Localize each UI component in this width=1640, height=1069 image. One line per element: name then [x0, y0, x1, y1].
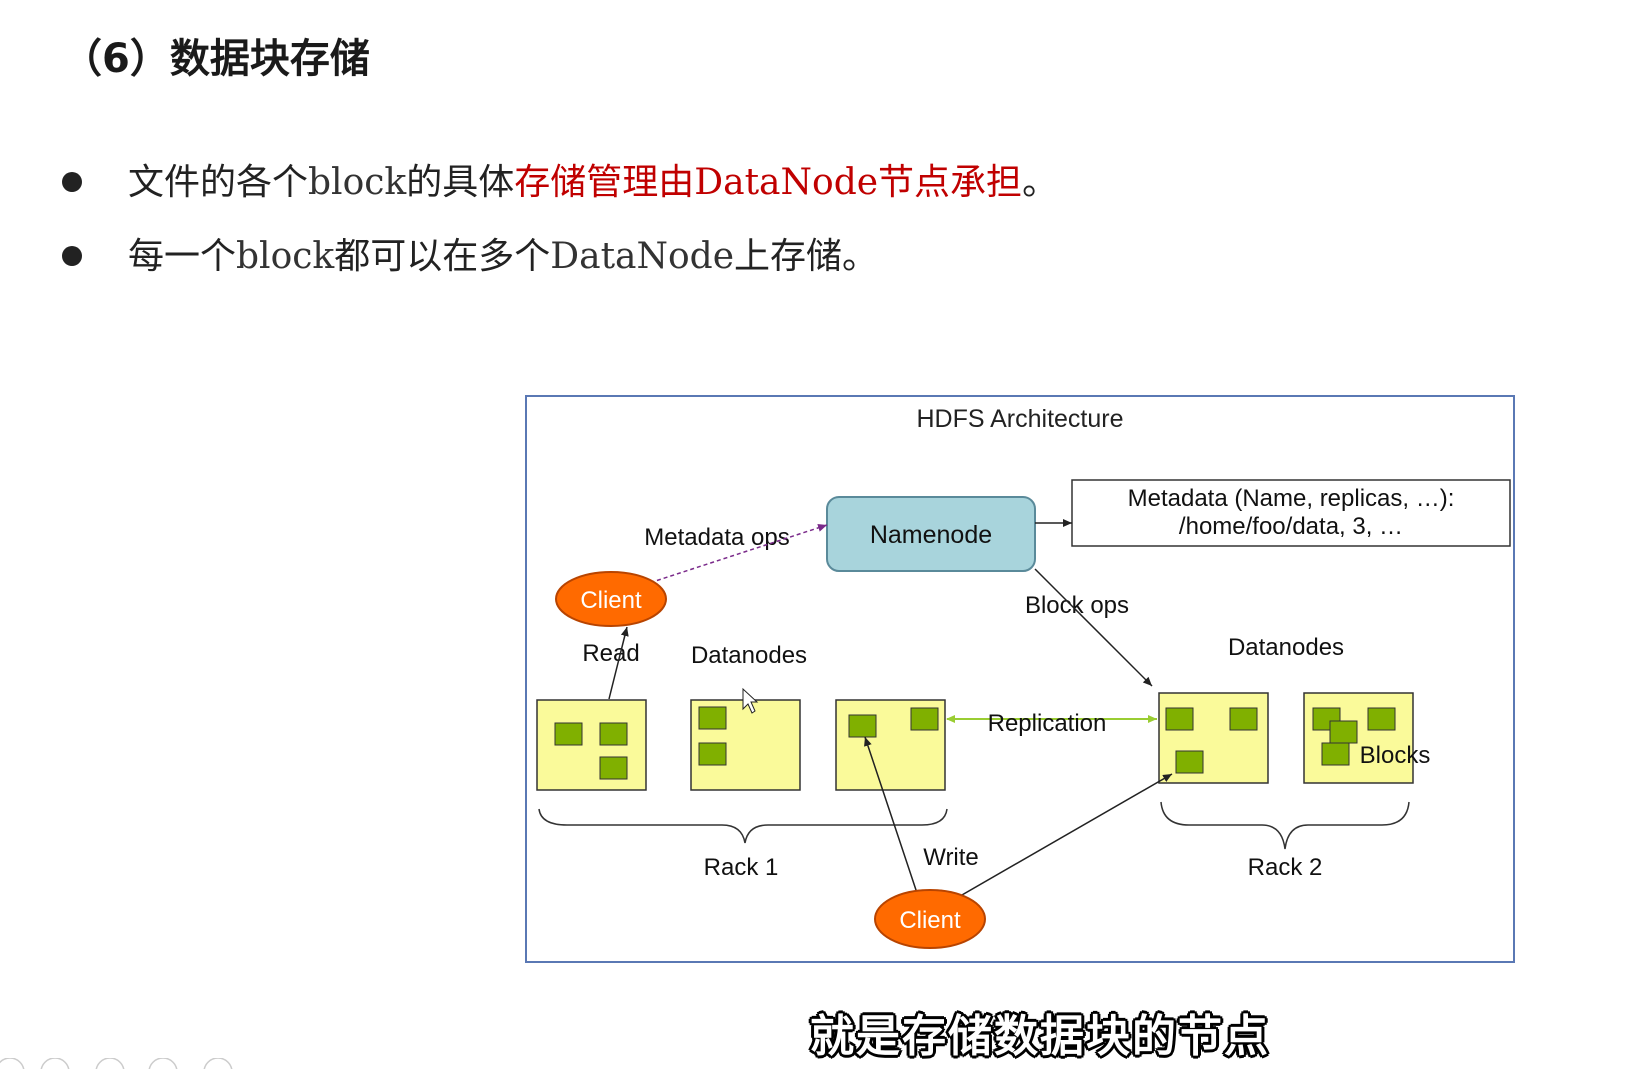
- data-block: [1165, 707, 1194, 731]
- client-bottom-node: [874, 889, 986, 949]
- nav-dot-icon[interactable]: [40, 1058, 70, 1069]
- client-to-rack2-arrow: [954, 773, 1173, 900]
- bullet-text: 每一个block都可以在多个DataNode上存储。: [128, 232, 878, 282]
- namenode-box: [826, 496, 1036, 572]
- data-block: [1229, 707, 1258, 731]
- diagram-title: HDFS Architecture: [916, 405, 1123, 433]
- datanodes-label-left: Datanodes: [691, 642, 807, 669]
- bullet-text-part: 。: [1022, 162, 1059, 203]
- metadata-line-2: /home/foo/data, 3, …: [1179, 513, 1403, 540]
- bullet-text-part: block: [236, 236, 335, 277]
- metadata-ops-arrow: [636, 523, 828, 588]
- slide-navigation-dots: [0, 1058, 233, 1069]
- data-block: [599, 722, 628, 746]
- client-top-label: Client: [580, 587, 642, 614]
- bullet-text-part: 每一个: [128, 236, 237, 277]
- data-block: [599, 756, 628, 780]
- data-block: [1321, 742, 1350, 766]
- bullet-highlight: DataNode: [694, 162, 879, 203]
- nav-dot-icon[interactable]: [0, 1058, 25, 1069]
- bullet-text-part: 上存储。: [734, 236, 879, 277]
- block-ops-label: Block ops: [1025, 592, 1129, 619]
- data-block: [1329, 720, 1358, 744]
- bullet-text-part: block: [308, 162, 407, 203]
- datanode-rack1-3: [835, 699, 946, 791]
- metadata-box: [1071, 479, 1511, 547]
- namenode-label: Namenode: [870, 521, 992, 549]
- video-subtitle: 就是存储数据块的节点: [810, 1011, 1270, 1062]
- replication-label: Replication: [988, 710, 1107, 737]
- datanode-rack1-1: [536, 699, 647, 791]
- mouse-cursor-icon: [742, 687, 759, 714]
- nav-dot-icon[interactable]: [203, 1058, 233, 1069]
- client-top-node: [555, 571, 667, 627]
- bullet-text-part: DataNode: [550, 236, 735, 277]
- read-arrow: [608, 626, 629, 700]
- data-block: [1367, 707, 1396, 731]
- bullet-dot-icon: [62, 246, 82, 266]
- nav-dot-icon[interactable]: [148, 1058, 178, 1069]
- metadata-ops-label: Metadata ops: [644, 524, 789, 551]
- bullet-text-part: 文件的各个: [128, 162, 309, 203]
- datanode-rack1-2: [690, 699, 801, 791]
- metadata-line-1: Metadata (Name, replicas, …):: [1128, 485, 1455, 512]
- bullet-text-part: 的具体: [406, 162, 515, 203]
- bullet-highlight: 存储管理由: [514, 162, 695, 203]
- data-block: [1175, 750, 1204, 774]
- datanode-rack2-1: [1158, 692, 1269, 784]
- nav-dot-icon[interactable]: [95, 1058, 125, 1069]
- datanodes-label-right: Datanodes: [1228, 634, 1344, 661]
- client-bottom-label: Client: [899, 907, 961, 934]
- rack1-brace: [538, 808, 948, 844]
- data-block: [554, 722, 583, 746]
- data-block: [910, 707, 939, 731]
- write-label: Write: [923, 844, 979, 871]
- rack2-brace: [1160, 801, 1410, 850]
- block-ops-arrow: [1034, 568, 1153, 687]
- data-block: [698, 706, 727, 730]
- hdfs-architecture-diagram: HDFS Architecture Namenode Metadata (Nam…: [525, 395, 1515, 963]
- write-arrow: [864, 736, 918, 894]
- page-title: （6）数据块存储: [62, 36, 370, 82]
- data-block: [848, 714, 877, 738]
- bullet-text-part: 都可以在多个: [334, 236, 551, 277]
- bullet-dot-icon: [62, 172, 82, 192]
- bullet-text: 文件的各个block的具体存储管理由DataNode节点承担。: [128, 158, 1058, 208]
- rack1-label: Rack 1: [704, 854, 779, 881]
- bullet-highlight: 节点承担: [878, 162, 1023, 203]
- datanode-rack2-2: [1303, 692, 1414, 784]
- blocks-label: Blocks: [1360, 742, 1431, 769]
- data-block: [698, 742, 727, 766]
- read-label: Read: [582, 640, 639, 667]
- rack2-label: Rack 2: [1248, 854, 1323, 881]
